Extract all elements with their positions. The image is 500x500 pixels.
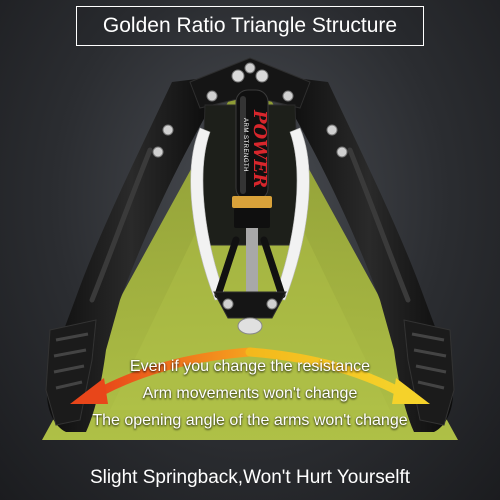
brand-big-text: POWER (249, 110, 270, 189)
bolt-icon (244, 62, 256, 74)
title-text: Golden Ratio Triangle Structure (102, 14, 398, 37)
bolt-icon (231, 69, 245, 83)
caption-line-3: The opening angle of the arms won't chan… (92, 412, 408, 429)
top-hub (189, 57, 311, 109)
right-arm-slot (347, 147, 411, 303)
bolt-icon (326, 124, 338, 136)
bolt-icon (162, 124, 174, 136)
orange-arrow-head (70, 378, 108, 404)
bottom-tagline: Slight Springback,Won't Hurt Yourselft (89, 467, 411, 488)
bolt-icon (206, 90, 218, 102)
bolt-icon (266, 298, 278, 310)
yellow-arrow-shaft (245, 347, 405, 397)
bolt-icon (152, 146, 164, 158)
brand-small-text: ARM STRENGTH (242, 118, 248, 172)
brand-label: ARM STRENGTH POWER (240, 100, 270, 196)
bolt-icon (336, 146, 348, 158)
cylinder-collar (232, 196, 272, 208)
title-box: Golden Ratio Triangle Structure (76, 6, 424, 46)
caption-line-2: Arm movements won't change (142, 385, 358, 402)
yellow-arrow-head (392, 378, 430, 404)
orange-arrow-shaft (95, 347, 255, 397)
center-rod (246, 228, 258, 308)
bolt-icon (255, 69, 269, 83)
bolt-icon (222, 298, 234, 310)
bolt-icon (282, 90, 294, 102)
caption-line-1: Even if you change the resistance (129, 358, 371, 375)
bottom-hinge (213, 291, 287, 319)
bottom-cap (237, 317, 263, 335)
left-arm-slot (89, 147, 153, 303)
